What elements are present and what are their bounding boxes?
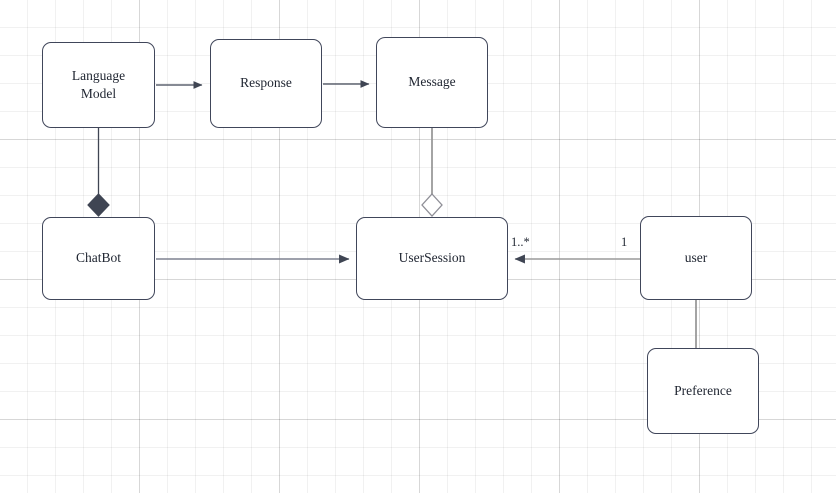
- node-user[interactable]: user: [640, 216, 752, 300]
- node-usersession-label: UserSession: [398, 250, 466, 266]
- node-language-model[interactable]: Language Model: [42, 42, 155, 128]
- node-response[interactable]: Response: [210, 39, 322, 128]
- node-label-line2: Model: [80, 86, 117, 101]
- multiplicity-label-user: 1: [621, 235, 628, 249]
- node-language-model-label: Language Model: [72, 67, 125, 103]
- node-chatbot[interactable]: ChatBot: [42, 217, 155, 300]
- edge-message-to-usersession: [421, 128, 443, 217]
- node-chatbot-label: ChatBot: [75, 250, 121, 266]
- node-label-line1: Language: [71, 67, 126, 83]
- multiplicity-label-usersession: 1..*: [511, 235, 530, 249]
- node-message[interactable]: Message: [376, 37, 488, 128]
- hollow-diamond-aggregation: [421, 193, 443, 217]
- node-user-label: user: [684, 249, 708, 265]
- edge-language-model-to-chatbot: [87, 128, 110, 217]
- node-message-label: Message: [408, 74, 456, 90]
- node-response-label: Response: [240, 75, 292, 91]
- filled-diamond-composition: [87, 193, 110, 217]
- node-preference[interactable]: Preference: [647, 348, 759, 434]
- node-usersession[interactable]: UserSession: [356, 217, 508, 300]
- node-preference-label: Preference: [674, 382, 732, 398]
